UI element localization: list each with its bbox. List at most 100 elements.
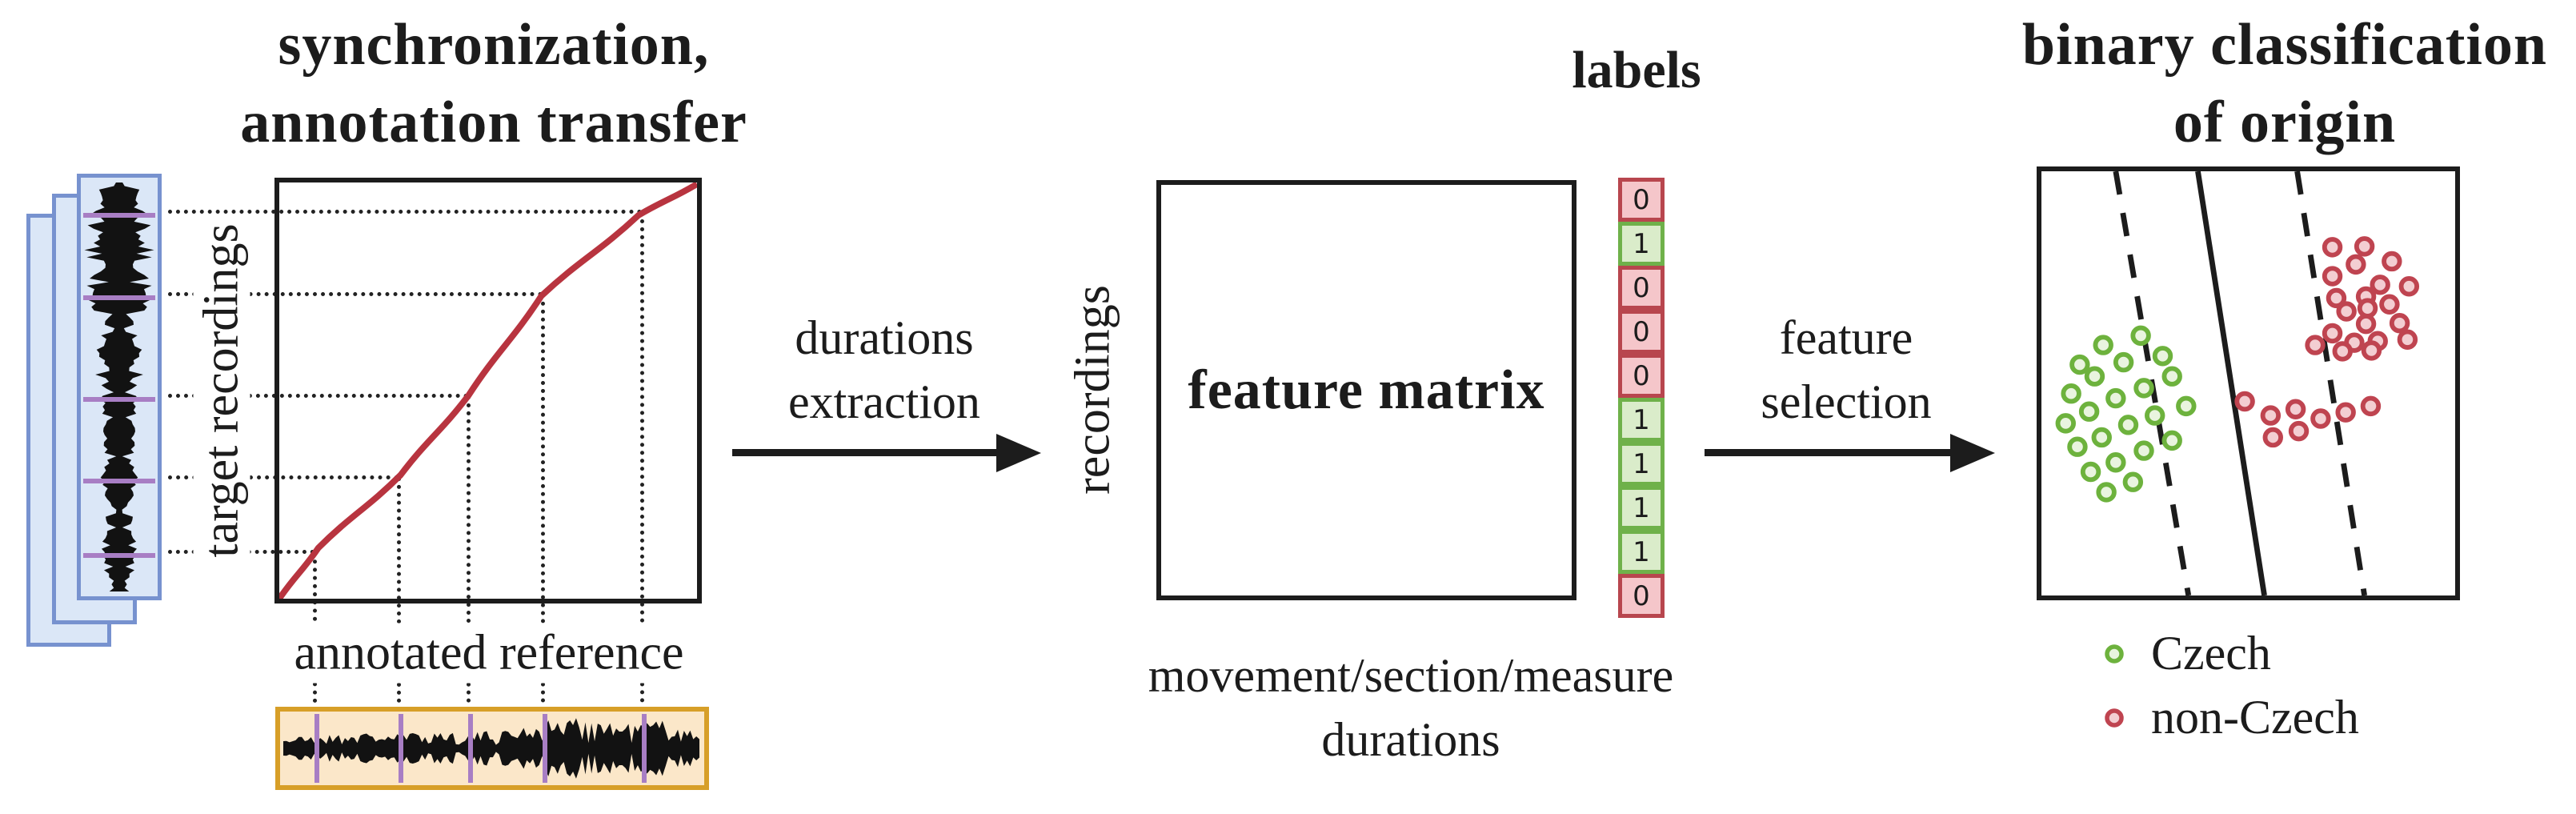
czech-point	[2093, 335, 2113, 355]
legend-label-non-czech: non-Czech	[2151, 691, 2359, 744]
non-czech-point	[2355, 313, 2377, 335]
non-czech-point	[2332, 341, 2353, 362]
czech-point	[2161, 430, 2182, 451]
reference-waveform	[283, 718, 699, 779]
segment-boundary-reference	[399, 714, 403, 783]
non-czech-point	[2262, 427, 2283, 448]
legend-row-czech: Czech	[2098, 626, 2271, 681]
dotted-line-vertical	[541, 294, 545, 703]
segment-boundary-target	[83, 295, 155, 300]
target-waveform	[84, 182, 154, 591]
stage2-x-axis-label-line1: movement/section/measure	[1148, 649, 1674, 702]
stage2-x-axis-label-line2: durations	[1321, 713, 1500, 766]
arrow2-label-line1: feature	[1779, 311, 1913, 364]
non-czech-point	[2260, 405, 2282, 426]
czech-point	[2096, 482, 2117, 503]
czech-point	[2091, 427, 2112, 448]
arrow1-label-line1: durations	[795, 311, 974, 364]
non-czech-point	[2310, 408, 2331, 429]
stage1-title: synchronization, annotation transfer	[134, 6, 854, 162]
non-czech-point	[2285, 399, 2306, 419]
czech-point	[2055, 413, 2077, 434]
non-czech-point	[2370, 275, 2390, 295]
czech-point	[2113, 351, 2134, 373]
segment-boundary-target	[83, 213, 155, 218]
non-czech-point	[2361, 340, 2382, 361]
czech-marker-icon	[2105, 644, 2124, 664]
label-cell: 0	[1618, 354, 1665, 398]
czech-point	[2067, 436, 2088, 457]
dotted-line-vertical	[397, 477, 401, 703]
warping-curve-svg	[276, 181, 699, 601]
label-cell: 1	[1618, 530, 1665, 574]
stage3-title: binary classification of origin	[1925, 6, 2576, 162]
non-czech-point	[2335, 402, 2356, 423]
dotted-line-horizontal	[168, 292, 543, 296]
segment-boundary-reference	[468, 714, 473, 783]
czech-point	[2078, 401, 2100, 422]
non-czech-point	[2336, 301, 2357, 322]
arrow1-label-line2: extraction	[788, 375, 980, 428]
dotted-line-vertical	[467, 395, 471, 703]
czech-point	[2061, 383, 2081, 404]
legend-row-non-czech: non-Czech	[2098, 690, 2359, 745]
annotated-reference-box	[275, 707, 709, 790]
warping-curve	[276, 181, 699, 601]
stage3-title-line1: binary classification	[2021, 12, 2548, 78]
margin-dashed-line	[2294, 170, 2368, 596]
classification-plot-box	[2037, 166, 2460, 600]
non-czech-point	[2379, 294, 2400, 315]
segment-boundary-reference	[543, 714, 547, 783]
label-cell: 1	[1618, 222, 1665, 266]
czech-point	[2105, 452, 2126, 473]
non-czech-point	[2397, 329, 2418, 350]
non-czech-point	[2346, 254, 2366, 275]
label-cell: 0	[1618, 310, 1665, 354]
czech-point	[2069, 354, 2090, 375]
arrow1-shaft	[732, 449, 998, 456]
labels-title: labels	[1572, 41, 1701, 99]
label-cell: 0	[1618, 178, 1665, 222]
dotted-line-horizontal	[168, 475, 399, 479]
arrow2-label-line2: selection	[1761, 375, 1932, 428]
segment-boundary-target	[83, 397, 155, 402]
non-czech-point	[2288, 420, 2310, 442]
non-czech-point	[2389, 312, 2410, 334]
label-cell: 1	[1618, 486, 1665, 530]
czech-point	[2117, 415, 2139, 435]
czech-point	[2133, 440, 2154, 461]
stage2-x-axis-label: movement/section/measure durations	[1051, 644, 1771, 772]
segment-boundary-reference	[642, 714, 647, 783]
segment-boundary-target	[83, 553, 155, 558]
synchronization-plot-box	[274, 178, 702, 603]
czech-point	[2122, 471, 2144, 492]
stage1-x-axis-label: annotated reference	[278, 623, 700, 684]
arrow2-head-icon	[1950, 434, 1995, 472]
dotted-line-horizontal	[168, 394, 468, 398]
decision-boundary-line	[2195, 170, 2267, 596]
non-czech-point	[2322, 266, 2343, 287]
arrow2-shaft	[1705, 449, 1952, 456]
czech-point	[2105, 387, 2126, 409]
label-cell: 1	[1618, 398, 1665, 442]
feature-matrix-label: feature matrix	[1188, 359, 1545, 421]
dotted-line-vertical	[640, 211, 644, 703]
non-czech-point	[2354, 236, 2375, 257]
segment-boundary-reference	[314, 714, 319, 783]
non-czech-point	[2357, 298, 2378, 319]
label-cell: 0	[1618, 266, 1665, 310]
arrow1-head-icon	[996, 434, 1041, 472]
czech-point	[2084, 366, 2105, 387]
non-czech-point	[2360, 395, 2382, 417]
label-cell: 1	[1618, 442, 1665, 486]
czech-point	[2130, 325, 2151, 347]
stage1-title-line2: annotation transfer	[240, 90, 747, 155]
legend-label-czech: Czech	[2151, 627, 2271, 680]
non-czech-point	[2305, 335, 2326, 355]
czech-point	[2133, 378, 2154, 399]
label-cell: 0	[1618, 574, 1665, 618]
non-czech-point	[2382, 251, 2402, 272]
arrow2-label: feature selection	[1686, 306, 2006, 434]
non-czech-point	[2322, 237, 2343, 258]
